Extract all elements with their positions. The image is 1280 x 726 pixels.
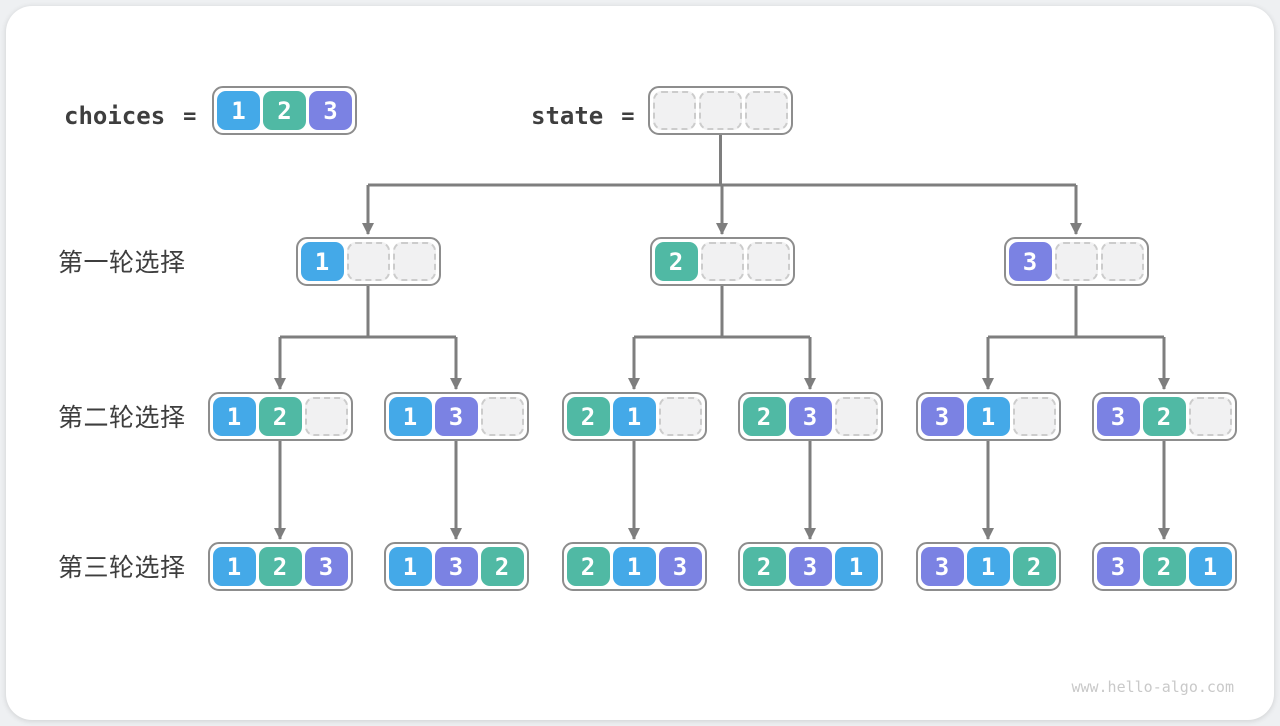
value-cell: 2 (742, 397, 786, 436)
empty-cell (700, 242, 744, 281)
value-cell: 3 (920, 397, 964, 436)
value-cell: 2 (1012, 547, 1056, 586)
value-cell: 1 (612, 547, 656, 586)
value-cell: 1 (612, 397, 656, 436)
choices-label-text: choices (64, 102, 166, 130)
value-cell: 2 (258, 397, 302, 436)
value-cell: 1 (388, 397, 432, 436)
state-box: 3 (1003, 237, 1149, 286)
value-cell: 3 (788, 397, 832, 436)
empty-cell (834, 397, 878, 436)
value-cell: 2 (263, 91, 306, 130)
value-cell: 2 (480, 547, 524, 586)
value-cell: 2 (258, 547, 302, 586)
row-label-text: 第二轮选择 (58, 404, 186, 432)
value-cell: 1 (1188, 547, 1232, 586)
state-box: 1 (295, 237, 441, 286)
empty-cell (346, 242, 390, 281)
value-cell: 3 (658, 547, 702, 586)
value-cell: 3 (1096, 397, 1140, 436)
value-cell: 2 (1142, 397, 1186, 436)
empty-cell (1188, 397, 1232, 436)
empty-cell (1012, 397, 1056, 436)
empty-cell (1054, 242, 1098, 281)
empty-cell (746, 242, 790, 281)
value-cell: 1 (966, 547, 1010, 586)
value-cell: 2 (1142, 547, 1186, 586)
value-cell: 3 (309, 91, 352, 130)
choices-equals-sign: = (183, 103, 197, 129)
row-label-1: 第一轮选择 (58, 237, 186, 285)
empty-cell (1100, 242, 1144, 281)
value-cell: 3 (1008, 242, 1052, 281)
value-cell: 3 (788, 547, 832, 586)
empty-cell (304, 397, 348, 436)
value-cell: 3 (920, 547, 964, 586)
empty-cell (699, 91, 742, 130)
value-cell: 1 (966, 397, 1010, 436)
choices-label: choices = (64, 92, 196, 140)
row-label-2: 第二轮选择 (58, 392, 186, 440)
value-cell: 1 (388, 547, 432, 586)
value-cell: 1 (217, 91, 260, 130)
value-cell: 1 (212, 397, 256, 436)
value-cell: 3 (434, 547, 478, 586)
empty-cell (658, 397, 702, 436)
value-cell: 3 (434, 397, 478, 436)
row-label-text: 第一轮选择 (58, 249, 186, 277)
tree-connectors (274, 134, 1170, 540)
value-cell: 2 (742, 547, 786, 586)
empty-cell (392, 242, 436, 281)
value-cell: 3 (1096, 547, 1140, 586)
empty-cell (745, 91, 788, 130)
state-box (648, 86, 793, 135)
empty-cell (653, 91, 696, 130)
state-label-text: state (531, 102, 604, 130)
value-cell: 3 (304, 547, 348, 586)
value-cell: 1 (834, 547, 878, 586)
row-label-3: 第三轮选择 (58, 542, 186, 590)
value-cell: 1 (212, 547, 256, 586)
row-label-text: 第三轮选择 (58, 554, 186, 582)
state-equals-sign: = (621, 103, 635, 129)
value-cell: 2 (566, 547, 610, 586)
empty-cell (480, 397, 524, 436)
value-cell: 2 (654, 242, 698, 281)
state-box: 2 (649, 237, 795, 286)
value-cell: 1 (300, 242, 344, 281)
watermark: www.hello-algo.com (1071, 678, 1234, 696)
state-label: state = (531, 92, 635, 140)
value-cell: 2 (566, 397, 610, 436)
